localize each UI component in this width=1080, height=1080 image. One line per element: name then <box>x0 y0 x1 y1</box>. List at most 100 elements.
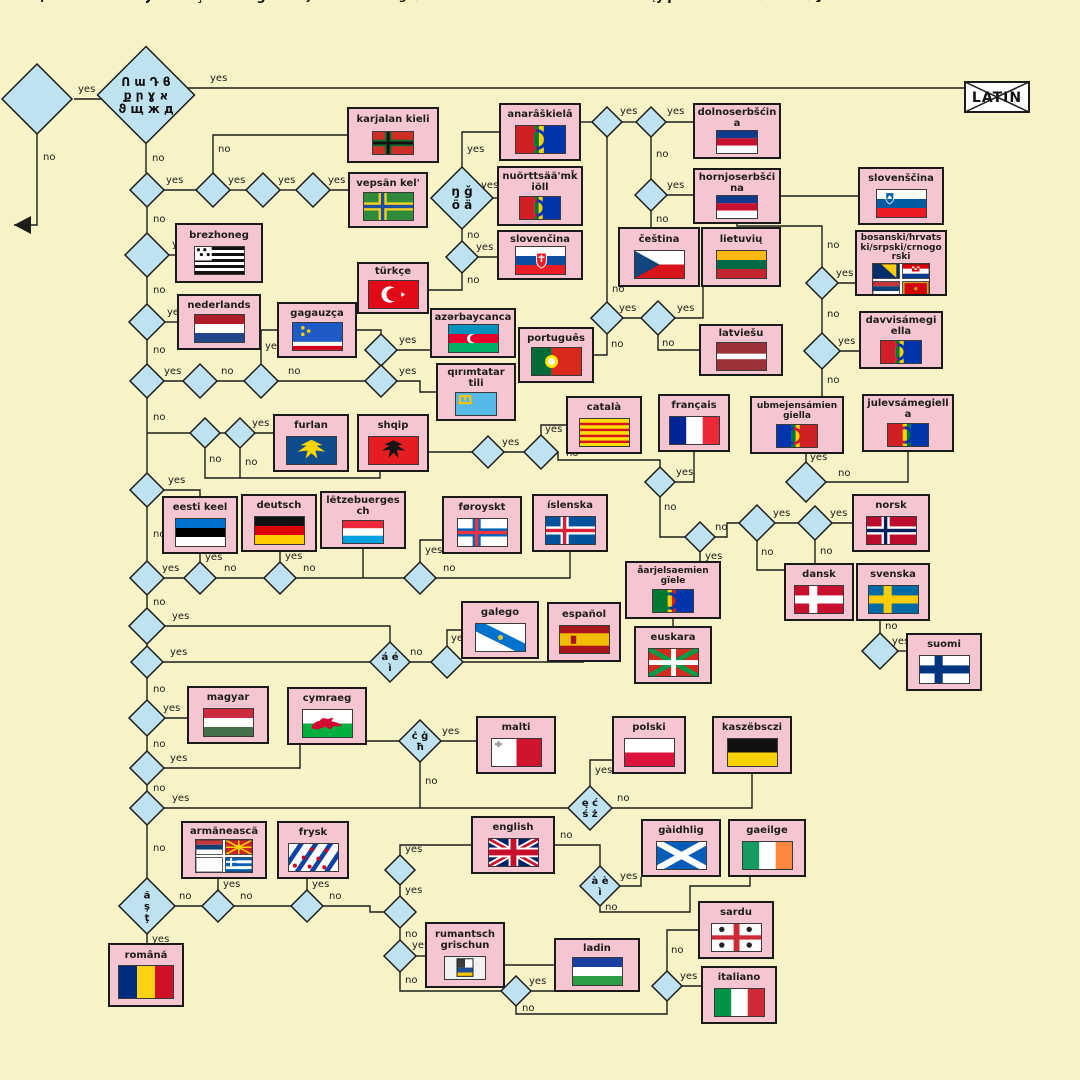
edge-label-96: no <box>240 891 252 902</box>
edge-label-37: no <box>221 366 233 377</box>
decision-label-tg: tg <box>393 0 406 3</box>
edge-label-91: no <box>617 793 629 804</box>
decision-label-e-umlaut: ë <box>201 0 208 3</box>
edge-label-94: no <box>179 891 191 902</box>
latin-label: LATIN <box>972 90 1022 106</box>
decision-u-umlaut <box>633 177 669 213</box>
decision-label-u-circumflex-2: û <box>602 0 611 4</box>
decision-g-breve <box>242 362 280 400</box>
decision-label-a-tilde: ã <box>214 0 223 4</box>
decision-e-c-s-z-polish <box>566 784 614 832</box>
edge-label-36: yes <box>164 366 181 377</box>
edge-label-50: yes <box>502 437 519 448</box>
edge-label-77: yes <box>172 611 189 622</box>
edge-23 <box>594 334 608 356</box>
decision-k <box>383 853 417 887</box>
exit-arrow-icon <box>14 216 31 234</box>
decision-label-y-umlaut: ÿ <box>656 0 665 4</box>
decision-label-ae-otilde: æ õ <box>137 0 158 3</box>
edge-90 <box>589 759 612 786</box>
decision-label-w-circumflex: ŵ <box>141 0 153 4</box>
edge-label-10: yes <box>467 144 484 155</box>
decision-label-o-umlaut-1: ö <box>259 0 268 4</box>
edge-label-11: yes <box>481 180 498 191</box>
edge-label-47: no <box>209 454 221 465</box>
edge-label-32: yes <box>172 239 189 250</box>
edge-label-95: yes <box>223 879 240 890</box>
edge-label-110: yes <box>680 971 697 982</box>
decision-label-n-tilde-1: ñ <box>376 0 385 4</box>
edge-label-107: yes <box>529 976 546 987</box>
decision-c-circumflex <box>128 171 166 209</box>
decision-u-circumflex-2 <box>589 300 625 336</box>
edge-109 <box>515 1001 668 1015</box>
decision-a-e-i-acute <box>368 640 412 684</box>
decision-label-a-umlaut-2: ä <box>143 0 152 4</box>
decision-q <box>650 969 684 1003</box>
edge-label-13: yes <box>476 242 493 253</box>
edge-label-29: yes <box>838 336 855 347</box>
edge-47 <box>204 448 381 479</box>
decision-c-h-apostrophe <box>123 231 171 279</box>
edge-label-5: yes <box>228 175 245 186</box>
edge-label-62: no <box>761 547 773 558</box>
decision-a-circumflex-2 <box>128 471 166 509</box>
decision-e-umlaut <box>188 416 222 450</box>
edge-label-39: no <box>288 366 300 377</box>
edge-label-18: no <box>656 149 668 160</box>
edge-label-58: no <box>838 468 850 479</box>
edge-label-21: no <box>612 284 624 295</box>
edge-label-75: no <box>443 563 455 574</box>
decision-w-circumflex <box>128 749 166 787</box>
decision-a-umlaut-1 <box>194 171 232 209</box>
decision-europa <box>0 62 74 136</box>
decision-ae-otilde <box>127 606 167 646</box>
edge-75 <box>436 552 571 579</box>
decision-e-circumflex-1 <box>223 416 257 450</box>
edge-label-42: yes <box>399 335 416 346</box>
edge-label-111: no <box>671 945 683 956</box>
decision-c-cedilla <box>128 362 166 400</box>
edge-label-103: no <box>605 902 617 913</box>
latin-strike-icon-2 <box>964 81 1030 113</box>
edge-label-26: no <box>827 240 839 251</box>
edge-98 <box>323 905 384 913</box>
decision-a-e-i-grave <box>578 864 622 908</box>
edge-label-3: no <box>152 153 164 164</box>
decision-a-umlaut-2 <box>128 559 166 597</box>
decision-th <box>382 894 418 930</box>
decision-oy <box>796 504 834 542</box>
edge-label-68: yes <box>162 563 179 574</box>
edge-label-84: yes <box>163 703 180 714</box>
edge-102 <box>620 877 642 887</box>
decision-a-umlaut-double <box>860 631 900 671</box>
decision-c-acute <box>804 265 840 301</box>
edge-label-23: no <box>611 339 623 350</box>
decision-label-c-acute: ć <box>818 0 826 4</box>
decision-o-circumflex <box>590 105 624 139</box>
edge-26 <box>736 224 823 267</box>
edge-52 <box>557 452 661 467</box>
edge-55 <box>715 522 739 538</box>
edge-label-88: yes <box>172 793 189 804</box>
decision-label-a-circumflex-2: â <box>143 0 152 4</box>
decision-d-stroke <box>444 239 480 275</box>
decision-a-circumflex-1 <box>470 434 506 470</box>
decision-i-umlaut <box>683 520 717 554</box>
edge-label-61: no <box>820 546 832 557</box>
edge-label-79: yes <box>170 647 187 658</box>
edge-86 <box>164 745 301 769</box>
decision-non-latin-scripts <box>96 45 196 145</box>
decision-n-tilde-2 <box>129 644 165 680</box>
decision-label-nh: nh <box>439 0 455 3</box>
decision-eng-t-stroke <box>802 331 842 371</box>
decision-label-z-dot: ż <box>143 0 151 4</box>
edge-14 <box>429 273 463 291</box>
edge-62 <box>756 541 784 571</box>
decision-label-k: k <box>396 0 405 4</box>
edge-77 <box>165 625 391 642</box>
edge-label-6: yes <box>278 175 295 186</box>
